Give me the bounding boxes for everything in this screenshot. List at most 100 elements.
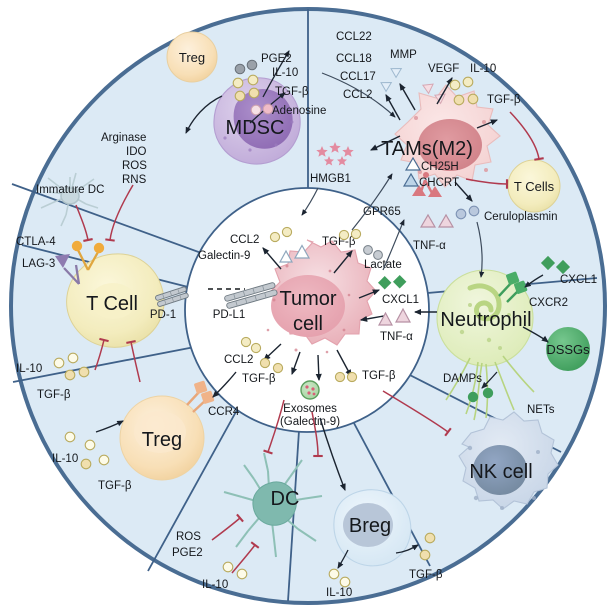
inhibit-tam-to-tcells-b [465,178,509,189]
inhibit-mdsc-to-tcell [105,184,134,242]
inhibit-center-to-tcell [126,340,141,383]
ccl17-label: CCL17 [340,71,376,83]
ccl18-label: CCL18 [336,53,372,65]
arrow-lactate-to-gpr65 [382,219,405,271]
vegf-label: VEGF [428,63,459,75]
treg-top-label: Treg [179,50,205,65]
tams-label: TAMs(M2) [381,138,473,160]
treg-top-cell: Treg [166,31,218,83]
ch25h-triangle [404,156,422,171]
center-tgfb-bl-label: TGF-β [242,373,276,385]
inhibit-il10-to-tcell [94,337,109,371]
pge2-dc-label: PGE2 [172,547,203,559]
breg-cytokine-dots [328,532,436,588]
tgfb-breg-label: TGF-β [409,569,443,581]
arrow-tam-mmp [399,83,416,111]
inhibit-tam-to-tcells-a [509,111,544,161]
tcell-cell: T Cell [66,253,165,348]
damps-dots [467,387,494,403]
center-cxcl1-label: CXCL1 [382,294,419,306]
treg-cell: Treg [119,395,205,481]
sector-nk: NK cell [382,390,559,510]
sector-immature-dc: Immature DC [36,172,104,227]
arrow-mdsc-suppressors [185,95,223,134]
arrow-center-to-tam [351,173,393,231]
inhibit-center-to-dc [263,399,285,455]
arrow-neutrophil-to-dssgs [522,326,549,343]
center-ccl2-bottom-dots [240,336,262,354]
center-tnfa-label: TNF-α [380,331,413,343]
il10-tam-label: IL-10 [470,63,496,75]
exosomes-sub-label: (Galectin-9) [280,416,340,428]
sector-tams: TAMs(M2) GPR65 CCL22 CCL18 CCL17 CCL2 MM… [301,31,561,278]
pd-l1-label: PD-L1 [213,309,246,321]
arrow-center-to-breg [319,417,346,492]
chcrt-label: CHCRT [419,177,459,189]
chcrt-triangle [402,172,420,187]
center-lactate-dots [363,245,383,260]
tnfa-tam-label: TNF-α [413,240,446,252]
center-ccl2-top-label: CCL2 [230,234,259,246]
cxcl1-neut-diamonds [540,255,571,275]
tgfb-mdsc-label: TGF-β [275,86,309,98]
tams-cell: TAMs(M2) [381,84,501,188]
treg-label: Treg [142,429,182,451]
lag3-receptor [55,254,81,285]
center-tgfb-bl-dots [259,357,284,374]
tgfb-tam-label: TGF-β [487,94,521,106]
mmp-label: MMP [390,49,417,61]
ccr4-label: CCR4 [208,406,240,418]
tumor-cell-label-2: cell [293,313,323,335]
arrow-ceruloplasmin-to-neutrophil [476,221,485,278]
center-galectin9-label: Galectin-9 [198,250,250,262]
ccl22-label: CCL22 [336,31,372,43]
ch25h-label: CH25H [421,161,459,173]
arrow-center-to-treg [212,371,237,398]
arrow-cxcl1-to-cxcr2 [524,274,544,288]
ccl2-tam-label: CCL2 [343,89,372,101]
il10-tcell-label: IL-10 [16,363,42,375]
nets-strands [445,355,535,421]
neutrophil-label: Neutrophil [440,309,531,331]
ceruloplasmin-label: Ceruloplasmin [484,211,558,223]
tumor-cell-label-1: Tumor [279,288,336,310]
lag3-label: LAG-3 [22,258,55,270]
ctla4-label: CTLA-4 [16,236,56,248]
sector-mdsc: Treg MDSC Arginase IDO ROS RNS PGE2 IL-1… [101,31,326,186]
arrow-breg-tgfb [395,544,419,554]
damps-label: DAMPs [443,373,482,385]
arrow-tam-vegf [436,77,453,105]
neutrophil-cell: Neutrophil [436,269,535,421]
center-tgfb-br-label: TGF-β [362,370,396,382]
il10-mdsc-label: IL-10 [272,67,298,79]
dc-cytokine-dots [222,561,248,580]
il10-dc-label: IL-10 [202,579,228,591]
center-lactate-label: Lactate [364,259,402,271]
center-tgfb-top-dots [338,228,362,241]
arrow-neutrophil-to-damps [481,371,498,389]
tumor-cell: Tumor cell [266,239,377,354]
cxcr2-receptor [498,271,528,303]
center-ccl2-top-dots [269,226,293,243]
tcell-label: T Cell [86,293,138,315]
hmgb1-label: HMGB1 [310,173,351,185]
arrow-breg-il10 [337,549,349,569]
cxcl1-neut-label: CXCL1 [560,274,597,286]
sector-treg: Treg CCR4 IL-10 TGF-β [52,371,240,492]
dc-label: DC [271,488,300,510]
nk-label: NK cell [469,461,532,483]
center-ccl2-bottom-label: CCL2 [224,354,253,366]
nk-cell: NK cell [458,411,559,510]
tam-cytokine-dots [449,76,479,106]
center-tnfa-triangles [377,307,412,326]
arrow-mdsc-to-treg [262,50,290,98]
il10-treg-label: IL-10 [52,453,78,465]
cxcr2-label: CXCR2 [529,297,568,309]
center-secretions: CCL2 Galectin-9 TGF-β Lactate CXCL1 TNF-… [198,226,419,428]
gpr65-receptor [412,172,442,197]
mdsc-label: MDSC [226,117,285,139]
rns-label: RNS [122,174,147,186]
dssgs-label: DSSGs [546,342,590,357]
center-galectin9-triangles [278,244,311,263]
